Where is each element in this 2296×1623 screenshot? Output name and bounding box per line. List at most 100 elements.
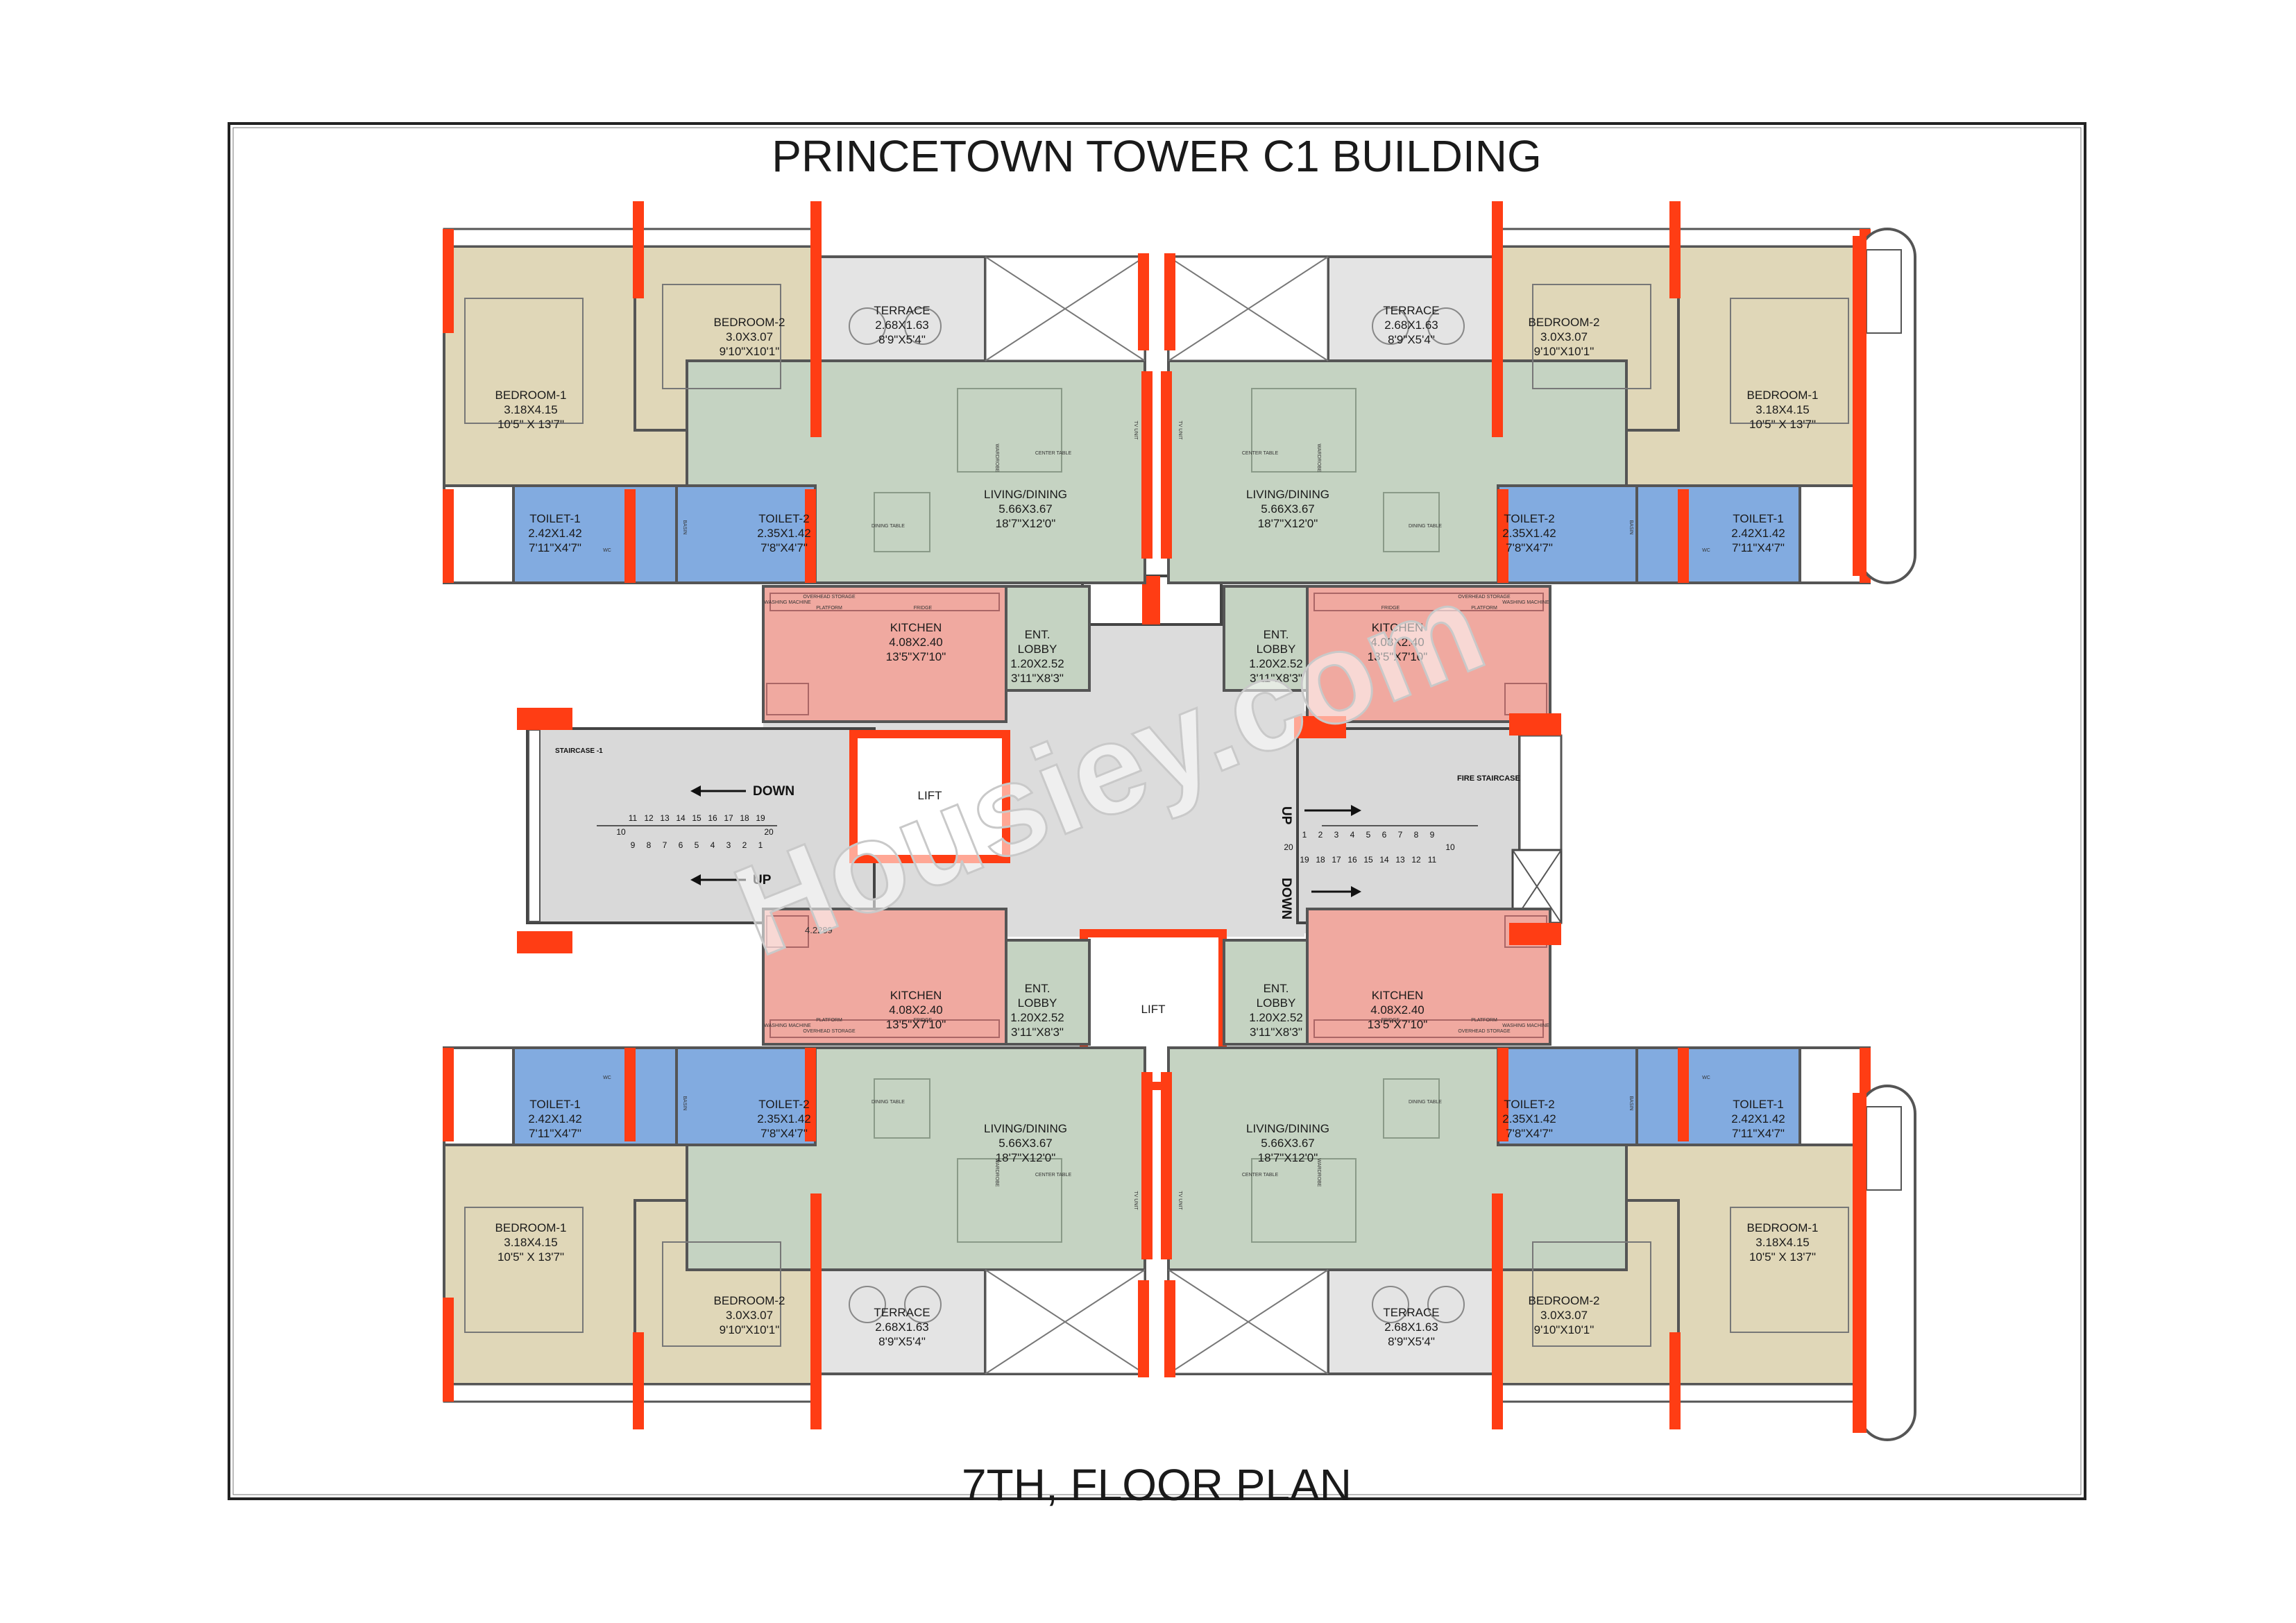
room-label-toilet1: TOILET-1 [529, 1098, 580, 1111]
drawing-border-inner [232, 127, 2082, 1495]
structural-column [805, 489, 816, 583]
bed-1 [1730, 298, 1849, 424]
structural-column [443, 229, 454, 333]
room-label-terrace: 8'9"X5'4" [1388, 333, 1435, 346]
terrace-chair-b [1372, 307, 1409, 345]
room-toilet1 [512, 484, 678, 584]
step-number: 12 [644, 813, 654, 823]
step-number: 14 [676, 813, 686, 823]
room-label-toilet2: 2.35X1.42 [757, 1112, 811, 1125]
room-label-bedroom2: BEDROOM-2 [1529, 1294, 1600, 1307]
structural-column [1138, 253, 1149, 350]
furniture-label: DINING TABLE [1409, 524, 1442, 529]
room-label-bedroom1: 3.18X4.15 [504, 403, 558, 416]
building-title: PRINCETOWN TOWER C1 BUILDING [772, 131, 1541, 181]
furniture-label: TV UNIT [1177, 1191, 1182, 1210]
room-label-bedroom2: 9'10"X10'1" [1534, 345, 1595, 358]
room-label-living: LIVING/DINING [1246, 1122, 1329, 1135]
step-number: 6 [679, 840, 683, 850]
room-label-lobby: ENT. [1025, 982, 1051, 995]
fire-staircase-label: FIRE STAIRCASE [1457, 774, 1520, 783]
window-cross-b [1168, 1269, 1329, 1375]
room-label-toilet2: TOILET-2 [758, 1098, 809, 1111]
structural-column [1678, 489, 1689, 583]
balcony-window [1866, 249, 1902, 334]
furniture-label: WASHING MACHINE [764, 600, 811, 605]
step-number: 5 [695, 840, 699, 850]
step-number: 9 [631, 840, 636, 850]
furniture-label: WASHING MACHINE [764, 1023, 811, 1028]
furniture-label: PLATFORM [1471, 606, 1497, 611]
room-label-toilet1: TOILET-1 [1733, 1098, 1783, 1111]
room-label-terrace: 8'9"X5'4" [1388, 1335, 1435, 1348]
bed-2 [662, 1241, 781, 1347]
room-label-bedroom1: 10'5" X 13'7" [498, 1250, 564, 1264]
structural-column [1161, 371, 1172, 559]
room-label-kitchen: 13'5"X7'10" [886, 650, 946, 663]
structural-column [443, 1048, 454, 1141]
column-stair-right-mid [1509, 713, 1561, 736]
window-strip-top [443, 228, 813, 248]
room-label-living: 5.66X3.67 [1261, 502, 1315, 516]
room-label-terrace: 2.68X1.63 [1384, 318, 1438, 332]
terrace-chair-a [1427, 1286, 1465, 1323]
structural-column [624, 1048, 636, 1141]
room-label-terrace: 2.68X1.63 [875, 318, 929, 332]
room-toilet1 [512, 1046, 678, 1146]
furniture-label: CENTER TABLE [1035, 1173, 1072, 1178]
furniture-label: FRIDGE [914, 606, 933, 611]
room-label-living: 18'7"X12'0" [1258, 1151, 1318, 1164]
room-lobby [1005, 585, 1091, 692]
terrace-chair-b [904, 1286, 942, 1323]
down-arrow-right [1311, 886, 1361, 897]
furniture-label: DINING TABLE [871, 1100, 905, 1105]
structural-column [443, 489, 454, 583]
structural-column [1669, 1332, 1681, 1429]
room-label-bedroom1: 3.18X4.15 [504, 1236, 558, 1249]
structural-column [1853, 236, 1866, 576]
balcony-window [1866, 1106, 1902, 1191]
window-strip-top [1500, 228, 1871, 248]
structural-column [1141, 1072, 1153, 1259]
room-label-living: 18'7"X12'0" [1258, 517, 1318, 530]
furniture-label: TV UNIT [1133, 420, 1138, 440]
floor-plan-subtitle: 7TH, FLOOR PLAN [962, 1460, 1352, 1510]
furniture-label: FRIDGE [914, 1018, 933, 1023]
room-label-terrace: TERRACE [874, 1306, 930, 1319]
terrace-chair-a [849, 307, 886, 345]
step-number: 15 [692, 813, 701, 823]
furniture-label: OVERHEAD STORAGE [1458, 595, 1511, 600]
dining-set [874, 492, 930, 552]
room-terrace [817, 255, 987, 362]
furniture-label: WC [1702, 548, 1710, 553]
structural-column [810, 1193, 822, 1429]
furniture-label: BASIN [1629, 520, 1633, 534]
structural-column [443, 1298, 454, 1402]
room-label-toilet2: TOILET-2 [1504, 1098, 1554, 1111]
sofa [1251, 1158, 1357, 1243]
lift-label-lower: LIFT [1141, 1003, 1166, 1016]
step-number: 6 [1382, 830, 1387, 840]
step-number: 17 [724, 813, 733, 823]
window-cross-b [985, 1269, 1146, 1375]
furniture-label: OVERHEAD STORAGE [803, 595, 856, 600]
dining-set [1383, 1078, 1440, 1139]
room-label-toilet2: 2.35X1.42 [1502, 527, 1556, 540]
room-label-bedroom1: BEDROOM-1 [1747, 389, 1819, 402]
room-label-bedroom2: 3.0X3.07 [726, 330, 773, 343]
room-label-lobby: LOBBY [1257, 996, 1296, 1010]
step-number: 7 [663, 840, 667, 850]
room-toilet2 [675, 1046, 817, 1146]
room-label-toilet2: 7'8"X4'7" [760, 1127, 808, 1140]
terrace-chair-b [1372, 1286, 1409, 1323]
furniture-label: BASIN [1629, 1096, 1633, 1110]
room-label-lobby: LOBBY [1018, 643, 1057, 656]
room-label-bedroom1: 3.18X4.15 [1755, 403, 1810, 416]
room-label-toilet1: 7'11"X4'7" [529, 1127, 581, 1140]
step-number: 8 [647, 840, 652, 850]
room-label-bedroom1: 10'5" X 13'7" [1749, 1250, 1816, 1264]
structural-column [1853, 1093, 1866, 1433]
stair-width-label: 4.2289 [805, 925, 833, 935]
room-label-living: 18'7"X12'0" [996, 517, 1056, 530]
